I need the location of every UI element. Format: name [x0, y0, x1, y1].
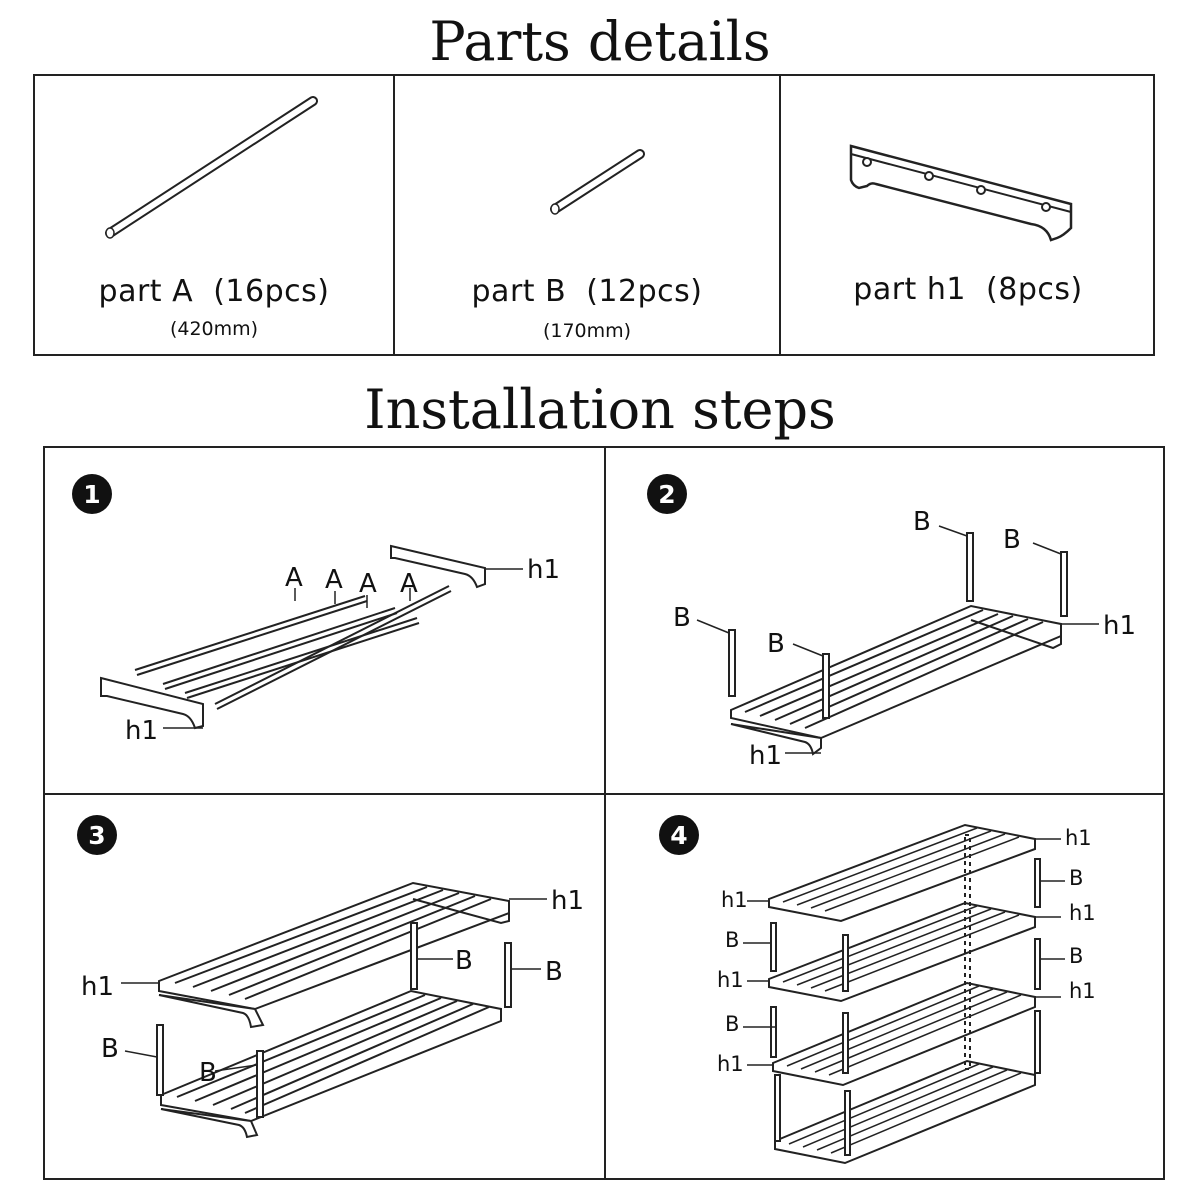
step-1-label-a3: A [359, 569, 377, 599]
steps-divider [604, 448, 606, 1178]
step-4-panel: 4 h1 [659, 815, 1096, 1165]
step-2-number: 2 [658, 480, 675, 509]
step-1-label-a4: A [400, 569, 418, 599]
part-b-rod-illustration [550, 149, 645, 215]
step-3-label-b2: B [545, 957, 563, 987]
step-4-label-h1-r2: h1 [1069, 901, 1096, 925]
step-3-label-b4: B [199, 1058, 217, 1088]
part-b-cell: part B (12pcs) (170mm) [395, 76, 779, 354]
step-4-label-b-l1: B [725, 928, 739, 952]
parts-divider [779, 76, 781, 354]
parts-details-title: Parts details [429, 10, 771, 73]
step-2-label-h1-bottom: h1 [749, 741, 782, 771]
step-4-label-b-l2: B [725, 1012, 739, 1036]
step-1-panel: 1 A A A A h1 h1 [72, 474, 560, 746]
step-3-panel: 3 h1 h1 B B B B [77, 815, 584, 1139]
step-4-badge [659, 815, 699, 855]
steps-grid [43, 446, 1165, 1180]
step-4-label-b-r2: B [1069, 944, 1083, 968]
step-1-label-h1-top: h1 [527, 555, 560, 585]
step-1-badge [72, 474, 112, 514]
step-4-label-b-r1: B [1069, 866, 1083, 890]
parts-divider [393, 76, 395, 354]
installation-steps-title: Installation steps [364, 378, 836, 441]
part-a-cell: part A (16pcs) (420mm) [35, 76, 393, 354]
part-h1-cell: part h1 (8pcs) [781, 76, 1155, 354]
step-2-label-b2: B [1003, 525, 1021, 555]
step-4-number: 4 [670, 821, 687, 850]
step-4-label-h1-r1: h1 [1065, 826, 1092, 850]
step-2-panel: 2 B B B B h1 h1 [647, 474, 1136, 771]
step-4-label-h1-l3: h1 [717, 1052, 744, 1076]
part-h1-label: part h1 (8pcs) [853, 272, 1083, 307]
step-1-label-a2: A [325, 565, 343, 595]
step-3-label-b1: B [455, 946, 473, 976]
step-2-label-b4: B [767, 629, 785, 659]
step-2-badge [647, 474, 687, 514]
step-3-badge [77, 815, 117, 855]
step-3-label-b3: B [101, 1034, 119, 1064]
step-4-label-h1-r3: h1 [1069, 979, 1096, 1003]
part-b-length: (170mm) [542, 320, 632, 342]
step-1-label-a1: A [285, 563, 303, 593]
step-3-number: 3 [88, 821, 105, 850]
step-3-label-h1-top: h1 [551, 886, 584, 916]
part-a-length: (420mm) [169, 318, 259, 340]
step-1-number: 1 [83, 480, 100, 509]
part-a-rod-illustration [105, 96, 318, 239]
step-3-label-h1-left: h1 [81, 972, 114, 1002]
step-2-label-b3: B [673, 603, 691, 633]
part-b-label: part B (12pcs) [471, 274, 703, 309]
part-h1-bracket-illustration [849, 144, 1073, 242]
part-a-label: part A (16pcs) [98, 274, 330, 309]
step-2-label-b1: B [913, 507, 931, 537]
parts-table: part A (16pcs) (420mm) part B (12pcs) (1… [33, 74, 1155, 356]
step-4-label-h1-l2: h1 [717, 968, 744, 992]
steps-divider [45, 793, 1163, 795]
step-4-label-h1-l1: h1 [721, 888, 748, 912]
step-2-label-h1-right: h1 [1103, 611, 1136, 641]
step-1-label-h1-bottom: h1 [125, 716, 158, 746]
